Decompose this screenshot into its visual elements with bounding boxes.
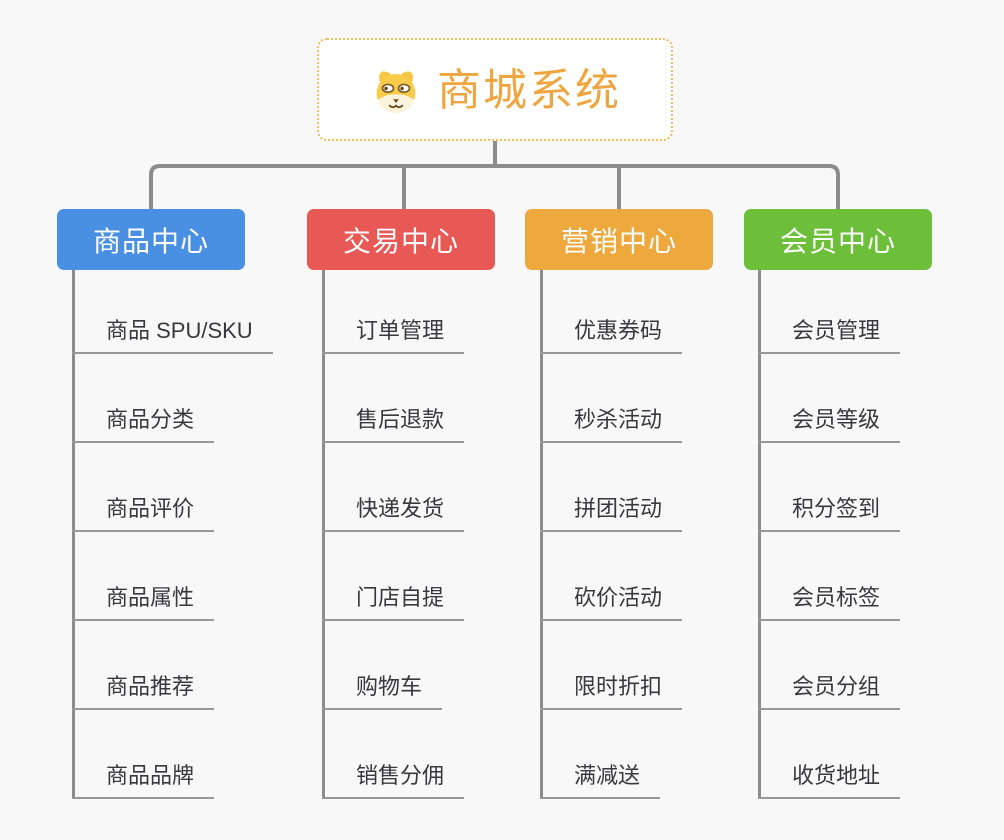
root-title: 商城系统 (437, 65, 621, 115)
child-topic[interactable]: 会员分组 (758, 660, 901, 710)
child-topic[interactable]: 门店自提 (322, 571, 465, 621)
product-center-children: 商品 SPU/SKU 商品分类 商品评价 商品属性 商品推荐 商品品牌 (72, 0, 322, 840)
child-topic[interactable]: 销售分佣 (322, 749, 465, 799)
child-topic[interactable]: 积分签到 (758, 482, 901, 532)
child-topic[interactable]: 商品分类 (72, 393, 215, 443)
child-topic[interactable]: 会员管理 (758, 304, 901, 354)
child-topic[interactable]: 商品品牌 (72, 749, 215, 799)
marketing-center-children: 优惠券码 秒杀活动 拼团活动 砍价活动 限时折扣 满减送 (540, 0, 790, 840)
child-topic[interactable]: 限时折扣 (540, 660, 683, 710)
child-topic[interactable]: 拼团活动 (540, 482, 683, 532)
child-topic[interactable]: 售后退款 (322, 393, 465, 443)
child-topic[interactable]: 满减送 (540, 749, 661, 799)
trade-center-children: 订单管理 售后退款 快递发货 门店自提 购物车 销售分佣 (322, 0, 572, 840)
child-topic[interactable]: 快递发货 (322, 482, 465, 532)
child-topic[interactable]: 秒杀活动 (540, 393, 683, 443)
child-topic[interactable]: 商品推荐 (72, 660, 215, 710)
child-topic[interactable]: 订单管理 (322, 304, 465, 354)
child-topic[interactable]: 会员等级 (758, 393, 901, 443)
child-topic[interactable]: 商品 SPU/SKU (72, 304, 273, 354)
dog-face-icon (376, 71, 416, 113)
member-center-children: 会员管理 会员等级 积分签到 会员标签 会员分组 收货地址 (758, 0, 1004, 840)
branch-product-center[interactable]: 商品中心 (57, 209, 245, 270)
child-topic[interactable]: 商品评价 (72, 482, 215, 532)
child-topic[interactable]: 砍价活动 (540, 571, 683, 621)
child-topic[interactable]: 会员标签 (758, 571, 901, 621)
branch-label: 交易中心 (342, 225, 459, 257)
root-node[interactable]: 商城系统 (317, 38, 673, 141)
child-topic[interactable]: 购物车 (322, 660, 443, 710)
branch-label: 商品中心 (92, 225, 209, 257)
child-topic[interactable]: 收货地址 (758, 749, 901, 799)
child-topic[interactable]: 商品属性 (72, 571, 215, 621)
branch-member-center[interactable]: 会员中心 (744, 209, 932, 270)
branch-marketing-center[interactable]: 营销中心 (525, 209, 713, 270)
branch-label: 营销中心 (560, 225, 677, 257)
child-topic[interactable]: 优惠券码 (540, 304, 683, 354)
branch-label: 会员中心 (779, 225, 896, 257)
branch-trade-center[interactable]: 交易中心 (307, 209, 495, 270)
